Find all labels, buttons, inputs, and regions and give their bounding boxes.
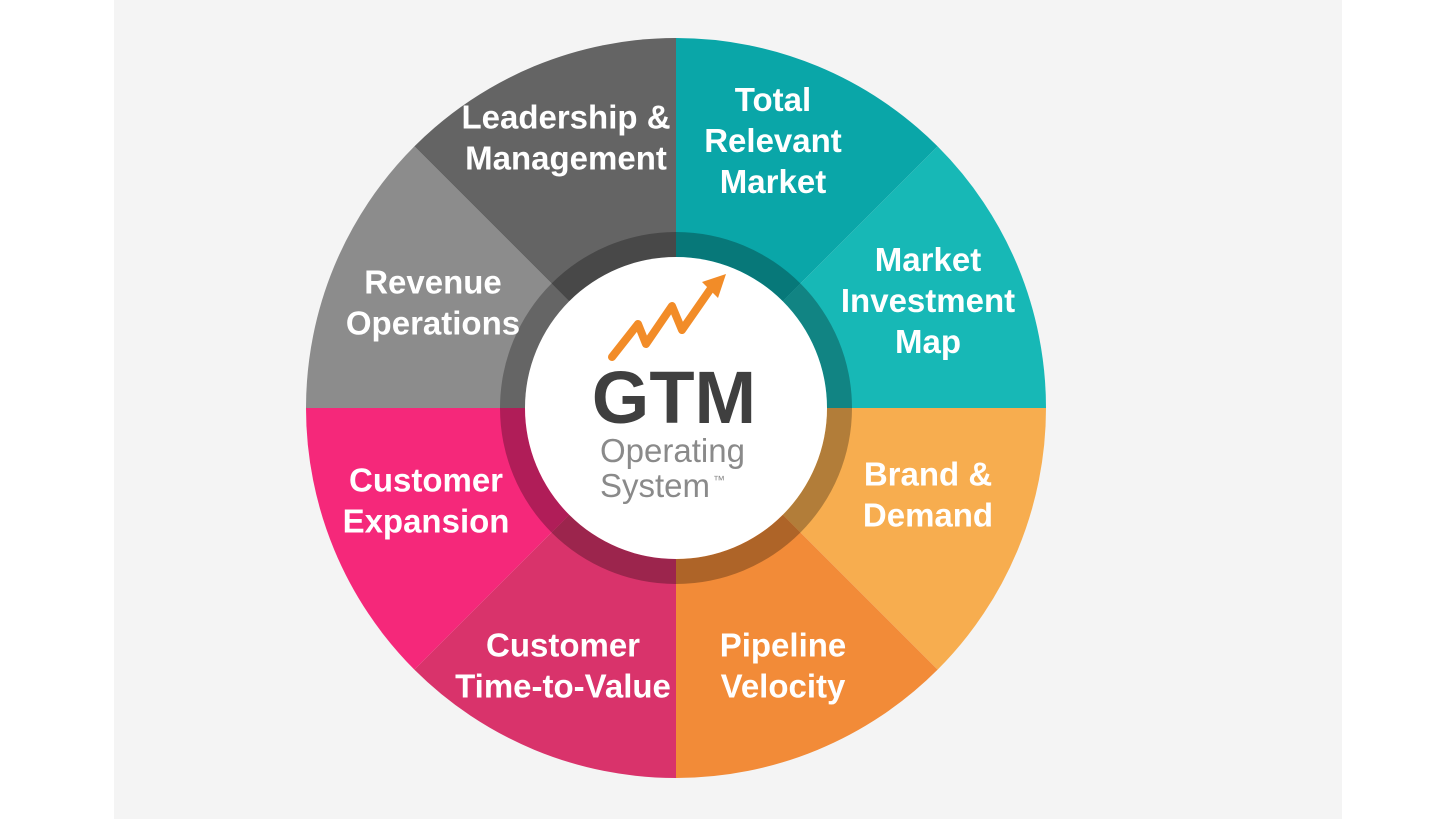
- segment-label-revenue-operations: Operations: [346, 305, 520, 342]
- inner-ring-customer-time-to-value: [551, 514, 676, 584]
- logo-trademark: ™: [713, 473, 725, 487]
- segment-label-total-relevant-market: Total: [735, 81, 811, 118]
- segment-label-market-investment-map: Market: [875, 241, 981, 278]
- segment-label-customer-expansion: Expansion: [343, 503, 510, 540]
- segment-label-market-investment-map: Map: [895, 323, 961, 360]
- center-disc: [525, 257, 827, 559]
- inner-ring-market-investment-map: [782, 283, 852, 408]
- segment-label-total-relevant-market: Market: [720, 163, 826, 200]
- segment-label-pipeline-velocity: Velocity: [721, 668, 846, 705]
- segment-label-pipeline-velocity: Pipeline: [720, 627, 847, 664]
- logo-subtitle-line2: System: [600, 467, 710, 504]
- inner-ring-brand-demand: [782, 408, 852, 533]
- inner-ring-total-relevant-market: [676, 232, 801, 302]
- segment-label-customer-time-to-value: Customer: [486, 627, 640, 664]
- logo-subtitle-line1: Operating: [600, 432, 745, 469]
- gtm-logo: GTM Operating System ™: [592, 274, 756, 504]
- segment-label-revenue-operations: Revenue: [364, 264, 502, 301]
- segment-label-leadership-management: Management: [465, 140, 667, 177]
- segment-label-market-investment-map: Investment: [841, 282, 1015, 319]
- arrowhead-icon: [702, 274, 726, 298]
- inner-ring-customer-expansion: [500, 408, 570, 533]
- segment-label-leadership-management: Leadership &: [461, 99, 670, 136]
- inner-ring-pipeline-velocity: [676, 514, 801, 584]
- inner-ring-leadership-management: [551, 232, 676, 302]
- inner-ring-revenue-operations: [500, 283, 570, 408]
- segment-label-brand-demand: Brand &: [864, 456, 992, 493]
- segment-label-total-relevant-market: Relevant: [704, 122, 842, 159]
- trend-arrow-icon: [608, 280, 718, 361]
- segment-label-customer-time-to-value: Time-to-Value: [455, 668, 671, 705]
- logo-title: GTM: [592, 356, 756, 439]
- segment-label-brand-demand: Demand: [863, 497, 993, 534]
- segment-label-customer-expansion: Customer: [349, 462, 503, 499]
